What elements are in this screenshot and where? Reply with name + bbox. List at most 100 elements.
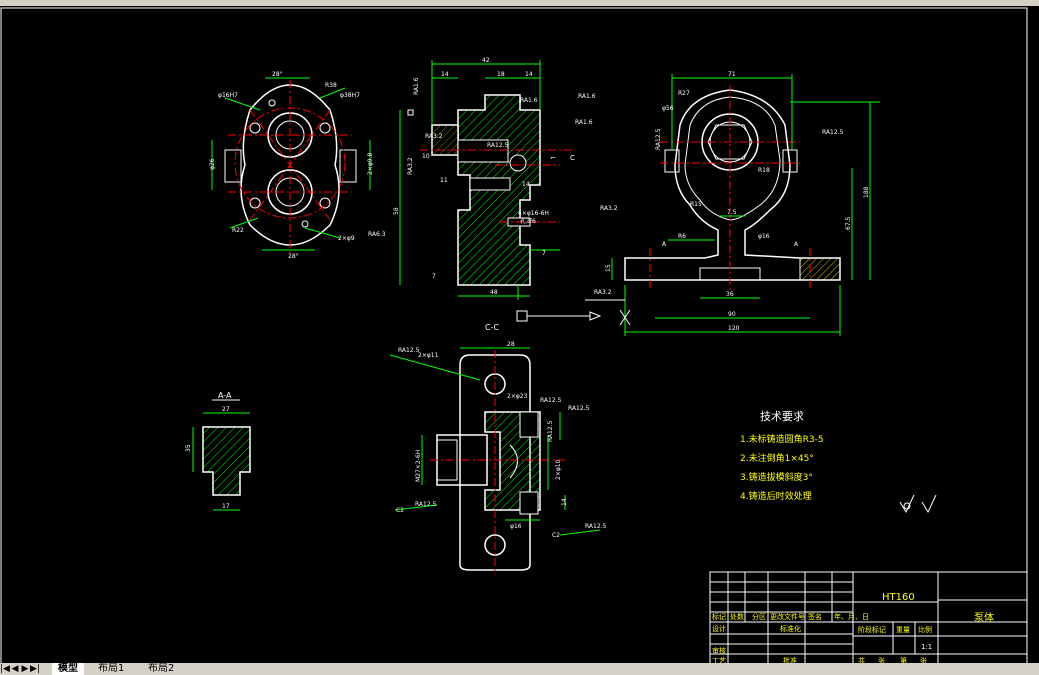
layout-tab-bar: |◀ ◀ ▶ ▶| 模型 布局1 布局2 [0,663,1039,675]
nav-prev-icon[interactable]: ◀ [11,664,19,674]
dim-front-0: 42 [482,57,490,64]
side-base-hatch [799,257,841,281]
toolbar-strip [0,0,1039,6]
dim-cc-6: RA12.5 [547,420,554,442]
dim-front-2: 18 [497,71,505,78]
tb-process: 工艺 [712,657,726,663]
dim-side-9: φ16 [758,233,770,240]
tb-weight: 重量 [896,626,910,634]
dim-top-8: 28° [288,253,299,260]
nav-next-icon[interactable]: ▶ [21,664,29,674]
section-cut-mark: C [570,154,575,162]
dim-front-12: 14 [522,181,530,188]
tb-sheet-2: 第 [900,656,907,663]
dim-side-2: φ56 [662,105,674,112]
side-view: 71 R27 φ56 RA12.5 RA12.5 R18 R15 7.5 R6 … [585,71,880,336]
dim-side-18: A [794,241,799,248]
dim-front-13: 58 [393,207,400,215]
cc-view-title: C-C [485,323,499,332]
top-bolt-hole-3 [249,197,261,209]
nav-first-icon[interactable]: |◀ [0,664,10,674]
ucs-icon [407,109,602,322]
tech-item-4: 4.铸造后时效处理 [740,490,812,502]
dim-side-4: RA12.5 [822,129,844,136]
dim-front-18: 7 [432,273,436,280]
front-lower-bore [469,177,511,191]
dim-front-10: 10 [422,153,430,160]
dim-front-19: 48 [490,289,498,296]
dim-cc-2: 28 [507,341,515,348]
dim-aa-2: 17 [222,503,230,510]
dim-top-1: 28° [272,71,283,78]
dim-cc-12: C2 [552,532,560,539]
tb-label-zone: 分区 [752,612,766,621]
dim-top-9: 2×φ9.8 [367,152,374,175]
dim-front-17: RA3.2 [600,205,618,212]
top-pin-hole-1 [268,99,276,107]
dim-cc-13: RA12.5 [585,523,607,530]
dim-side-5: R18 [758,167,770,174]
nav-last-icon[interactable]: ▶| [30,664,40,674]
top-bolt-hole-2 [319,122,331,134]
tech-title: 技术要求 [760,410,804,423]
dim-top-0: φ16H7 [218,92,238,99]
front-inner-bore [457,139,509,163]
tech-item-1: 1.未标铸造圆角R3-5 [740,433,824,445]
tab-layout1[interactable]: 布局1 [98,663,125,674]
tb-sheet-0: 共 [858,656,865,663]
dim-cc-11: C2 [396,507,404,514]
tb-review: 审核 [712,646,726,655]
side-view-outline [624,89,841,281]
top-bolt-hole-1 [249,122,261,134]
tab-model[interactable]: 模型 [52,663,84,675]
top-bolt-hole-4 [319,197,331,209]
tb-label-count: 处数 [730,612,744,621]
tb-material: HT160 [882,592,915,603]
dim-cc-7: 2×φ10 [555,459,562,480]
dim-front-9: RA3.2 [425,133,443,140]
tb-part-name: 泵体 [974,612,994,624]
tb-stage: 阶段标记 [858,625,886,634]
dim-front-15: 4×φ16-6H [518,210,549,217]
dim-cc-14: 14 [561,498,568,506]
svg-text:⌐: ⌐ [550,154,556,162]
tech-item-3: 3.铸造拔模斜度3° [740,471,813,483]
cc-view: C-C RA12.5 2×φ11 28 2×φ23 RA12.5 [389,323,607,575]
dim-side-0: 71 [728,71,736,78]
dim-aa-1: 35 [185,444,192,452]
dim-cc-9: M27×2-6H [415,450,422,482]
tab-layout2[interactable]: 布局2 [148,663,175,674]
dim-cc-4: RA12.5 [540,397,562,404]
dim-side-14: 36 [726,291,734,298]
dim-side-3: RA12.5 [655,128,662,150]
dim-front-8: RA1.6 [520,97,538,104]
dim-side-7: 7.5 [727,209,737,216]
title-block: 标记 处数 分区 更改文件号 签名 年、月、日 设计 标准化 阶段标记 重量 比… [709,571,1028,667]
tb-sheet-3: 张 [920,656,927,663]
dim-cc-5: RA12.5 [568,405,590,412]
front-view: 42 14 18 14 RA1.6 RA1.6 RA1.6 RA3.2 RA1.… [393,57,618,300]
tech-item-2: 2.未注倒角1×45° [740,452,814,464]
dim-front-11: 11 [440,177,448,184]
dim-top-7: RA6.3 [368,231,386,238]
tb-standardize: 标准化 [780,624,801,633]
dim-front-3: 14 [525,71,533,78]
technical-requirements: 技术要求 1.未标铸造圆角R3-5 2.未注倒角1×45° 3.铸造拔模斜度3°… [740,410,824,502]
top-boss-right [339,149,357,183]
tb-ratio: 比例 [918,625,932,634]
top-pin-hole-2 [301,220,309,228]
dim-top-6: R22 [232,227,244,234]
dim-top-4: φ26 [209,158,216,170]
dim-side-11: 67.5 [845,216,852,230]
dim-side-8: R6 [678,233,686,240]
aa-view-title: A-A [218,391,232,400]
dim-front-1: 14 [441,71,449,78]
dim-front-20: 7 [542,250,546,257]
drawing-canvas[interactable]: φ16H7 28° R38 φ38H7 φ26 2×φ9 R22 RA6.3 2… [0,6,1039,667]
dim-side-10: 188 [863,186,870,198]
dim-top-2: R38 [325,82,337,89]
dim-top-3: φ38H7 [340,92,360,99]
tb-label-doc: 更改文件号 [770,612,805,621]
dim-cc-0: RA12.5 [398,347,420,354]
dim-front-14: RA12.5 [487,142,509,149]
